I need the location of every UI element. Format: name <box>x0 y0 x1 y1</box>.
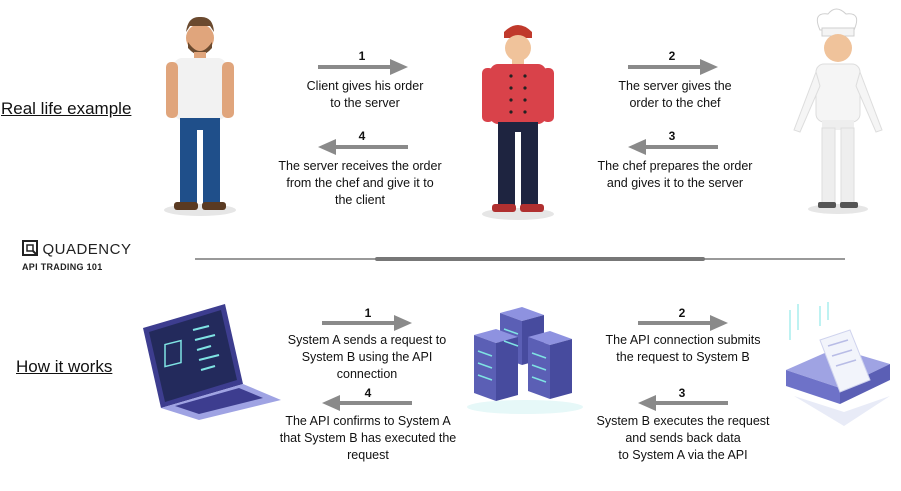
bottom-step-4-number: 4 <box>364 386 372 400</box>
caption-line: The chef prepares the order <box>597 159 753 173</box>
top-step-3-arrow-left <box>628 139 718 155</box>
bottom-step-4-arrow-left <box>322 395 412 411</box>
caption-line: to the server <box>330 96 400 110</box>
caption-line: and sends back data <box>625 431 741 445</box>
brand-logo: QUADENCY <box>22 240 131 259</box>
bottom-step-3-caption: System B executes the request and sends … <box>568 413 798 464</box>
bottom-step-1-arrow-right <box>322 315 412 331</box>
top-step-4-number: 4 <box>358 129 366 143</box>
caption-line: the request to System B <box>616 350 750 364</box>
caption-line: connection <box>336 367 398 381</box>
bottom-step-4-caption: The API confirms to System A that System… <box>258 413 478 464</box>
top-step-2-number: 2 <box>668 49 676 63</box>
top-step-4-caption: The server receives the order from the c… <box>255 158 465 209</box>
caption-line: System A sends a request to <box>287 333 447 347</box>
top-step-2-caption: The server gives the order to the chef <box>580 78 770 112</box>
bottom-step-3-arrow-left <box>638 395 728 411</box>
top-step-4-arrow-left <box>318 139 408 155</box>
caption-line: The API confirms to System A <box>285 414 451 428</box>
bottom-step-1-caption: System A sends a request to System B usi… <box>262 332 472 383</box>
caption-line: order to the chef <box>629 96 721 110</box>
caption-line: The API connection submits <box>605 333 761 347</box>
caption-line: System B using the API <box>301 350 433 364</box>
client-illustration <box>164 16 236 216</box>
bottom-step-3-number: 3 <box>678 386 686 400</box>
system-b-illustration <box>786 302 890 426</box>
how-it-works-label: How it works <box>16 357 113 376</box>
top-step-3-caption: The chef prepares the order and gives it… <box>570 158 780 192</box>
brand-name: QUADENCY <box>42 241 132 258</box>
caption-line: System B executes the request <box>596 414 770 428</box>
section-divider <box>195 257 845 261</box>
bottom-step-1-number: 1 <box>364 306 372 320</box>
bottom-step-2-number: 2 <box>678 306 686 320</box>
server-stack-illustration <box>467 307 583 414</box>
caption-line: that System B has executed the <box>279 431 457 445</box>
top-step-1-caption: Client gives his order to the server <box>270 78 460 112</box>
caption-line: from the chef and give it to <box>286 176 434 190</box>
caption-line: The server receives the order <box>278 159 442 173</box>
bottom-step-2-arrow-right <box>638 315 728 331</box>
real-life-example-label: Real life example <box>1 99 132 118</box>
server-illustration <box>482 25 554 220</box>
caption-line: request <box>347 448 389 462</box>
caption-line: to System A via the API <box>618 448 748 462</box>
caption-line: The server gives the <box>618 79 732 93</box>
top-step-1-number: 1 <box>358 49 366 63</box>
chef-illustration <box>793 8 883 214</box>
quadency-logo-icon <box>22 240 38 256</box>
top-step-1-arrow-right <box>318 59 408 75</box>
top-step-2-arrow-right <box>628 59 718 75</box>
caption-line: and gives it to the server <box>606 176 744 190</box>
brand-subtitle: API TRADING 101 <box>22 262 103 272</box>
laptop-illustration <box>143 304 281 420</box>
caption-line: the client <box>334 193 386 207</box>
bottom-step-2-caption: The API connection submits the request t… <box>578 332 788 366</box>
top-step-3-number: 3 <box>668 129 676 143</box>
caption-line: Client gives his order <box>306 79 424 93</box>
